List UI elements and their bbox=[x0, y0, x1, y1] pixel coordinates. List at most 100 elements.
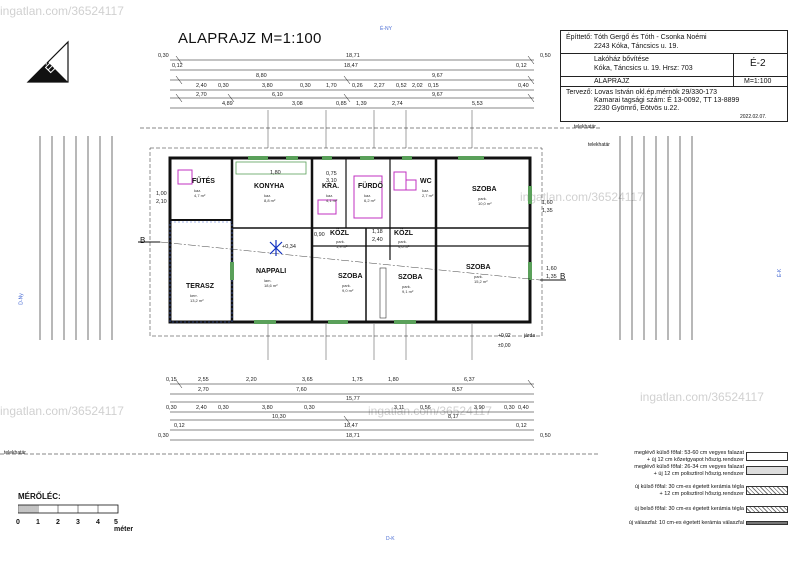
room-note: park. 4,6 m² bbox=[398, 239, 410, 249]
dim-bot-4a: 0,30 bbox=[166, 405, 177, 411]
dim-top-4a: 2,40 bbox=[196, 83, 207, 89]
room-note: kaz. 8,8 m² bbox=[264, 193, 276, 203]
room-label: FŰTÉS bbox=[192, 178, 215, 185]
designer-line3: 2230 Gyömrő, Eötvös u.22. bbox=[594, 105, 680, 112]
builder-line2: 2243 Kóka, Táncsics u. 19. bbox=[594, 43, 679, 50]
room-note: park. 1,9 m² bbox=[336, 239, 348, 249]
builder-line1: Építtető: Tóth Gergő és Tóth - Csonka No… bbox=[566, 34, 707, 41]
room-label: SZOBA bbox=[338, 273, 363, 280]
dim-inside: 1,35 bbox=[542, 208, 553, 214]
dim-bot-7a: 0,30 bbox=[158, 433, 169, 439]
dim-inside: 1,35 bbox=[546, 274, 557, 280]
drawing-title: ALAPRAJZ M=1:100 bbox=[178, 30, 322, 47]
room-note: kaz. 2,7 m² bbox=[422, 188, 434, 198]
section-mark-right: B bbox=[560, 272, 566, 281]
dim-top-4c: 3,80 bbox=[262, 83, 273, 89]
scale-tick: 1 bbox=[36, 519, 40, 526]
north-label-bottom: D-K bbox=[386, 536, 395, 542]
scale-tick: 4 bbox=[96, 519, 100, 526]
room-note: park. 10,0 m² bbox=[478, 196, 492, 206]
level-plus: +0,02 bbox=[498, 333, 511, 339]
watermark: ingatlan.com/36524117 bbox=[640, 390, 764, 404]
dim-bot-2b: 7,60 bbox=[296, 387, 307, 393]
title-block: Építtető: Tóth Gergő és Tóth - Csonka No… bbox=[560, 30, 788, 122]
dim-bot-4h: 3,90 bbox=[474, 405, 485, 411]
dim-inside: 0,75 bbox=[326, 171, 337, 177]
legend-swatch bbox=[746, 506, 788, 513]
dim-bot-1a: 0,15 bbox=[166, 377, 177, 383]
sheet-name: ALAPRAJZ bbox=[594, 78, 630, 85]
dim-inside: 1,80 bbox=[270, 170, 281, 176]
dim-bot-5b: 8,17 bbox=[448, 414, 459, 420]
north-arrow-icon: É bbox=[26, 40, 69, 83]
room-label: FÜRDŐ bbox=[358, 183, 383, 190]
north-label-top: É-NY bbox=[380, 26, 392, 32]
room-note: kaz. 4,7 m² bbox=[194, 188, 206, 198]
dim-bot-1f: 1,80 bbox=[388, 377, 399, 383]
dim-top-3b: 9,67 bbox=[432, 73, 443, 79]
legend-swatch bbox=[746, 486, 788, 495]
watermark: ingatlan.com/36524117 bbox=[0, 4, 124, 18]
dim-inside: 3,10 bbox=[326, 178, 337, 184]
room-label: SZOBA bbox=[472, 186, 497, 193]
dim-top-1b: 18,71 bbox=[346, 53, 360, 59]
room-label: KÖZL bbox=[330, 230, 350, 237]
dim-top-5c: 9,67 bbox=[432, 92, 443, 98]
dim-inside: 1,00 bbox=[156, 191, 167, 197]
designer-line1: Tervező: Lovas István okl.ép.mérnök 29/3… bbox=[566, 89, 717, 96]
scale-tick: 3 bbox=[76, 519, 80, 526]
section-mark-left: B bbox=[140, 236, 146, 245]
telekhatar-label: telekhatár bbox=[588, 142, 610, 148]
legend-text: új válaszfal: 10 cm-es égetett kerámia v… bbox=[628, 520, 744, 526]
dim-bot-1g: 6,37 bbox=[464, 377, 475, 383]
dim-top-6b: 3,08 bbox=[292, 101, 303, 107]
room-note: park. 15,2 m² bbox=[474, 274, 488, 284]
dim-top-4k: 0,40 bbox=[518, 83, 529, 89]
dim-top-5b: 6,10 bbox=[272, 92, 283, 98]
scale-title: MÉRŐLÉC: bbox=[18, 492, 61, 501]
dim-top-6d: 1,39 bbox=[356, 101, 367, 107]
dim-top-4b: 0,30 bbox=[218, 83, 229, 89]
drawing-date: 2022.02.07. bbox=[740, 114, 767, 120]
scale-ruler-icon bbox=[18, 504, 119, 514]
scale-tick: 5 méter bbox=[114, 519, 134, 533]
scale-tick: 2 bbox=[56, 519, 60, 526]
room-note: kaz. 6,2 m² bbox=[364, 193, 376, 203]
dim-bot-4i: 0,30 bbox=[504, 405, 515, 411]
room-label: SZOBA bbox=[466, 264, 491, 271]
dim-bot-2c: 8,57 bbox=[452, 387, 463, 393]
designer-line2: Kamarai tagsági szám: É 13-0092, TT 13-8… bbox=[594, 97, 740, 104]
dim-bot-6a: 0,12 bbox=[174, 423, 185, 429]
room-label: WC bbox=[420, 178, 432, 185]
room-note: kaz. 4,1 m² bbox=[326, 193, 338, 203]
legend-swatch bbox=[746, 521, 788, 525]
dim-bot-2a: 2,70 bbox=[198, 387, 209, 393]
dim-top-3a: 8,80 bbox=[256, 73, 267, 79]
legend-text: meglévő külső főfal: 26-34 cm vegyes fal… bbox=[634, 464, 744, 477]
room-label: TERASZ bbox=[186, 283, 214, 290]
room-note: park. 9,0 m² bbox=[342, 283, 354, 293]
dim-bot-4b: 2,40 bbox=[196, 405, 207, 411]
dim-top-4d: 0,30 bbox=[300, 83, 311, 89]
scale-bar: MÉRŐLÉC: 0 1 2 3 4 5 méter bbox=[16, 492, 133, 533]
dim-bot-7b: 18,71 bbox=[346, 433, 360, 439]
dim-top-6e: 2,74 bbox=[392, 101, 403, 107]
dim-inside: 1,60 bbox=[546, 266, 557, 272]
dim-bot-7c: 0,50 bbox=[540, 433, 551, 439]
room-label: KÖZL bbox=[394, 230, 414, 237]
dim-bot-1e: 1,75 bbox=[352, 377, 363, 383]
dim-top-4i: 2,02 bbox=[412, 83, 423, 89]
sheet-scale: M=1:100 bbox=[744, 78, 772, 85]
room-note: lam. 18,6 m² bbox=[264, 278, 278, 288]
dim-top-4f: 0,26 bbox=[352, 83, 363, 89]
dim-bot-1d: 3,65 bbox=[302, 377, 313, 383]
watermark: ingatlan.com/36524117 bbox=[368, 404, 492, 418]
dim-inside: 2,40 bbox=[372, 237, 383, 243]
project-line2: Kóka, Táncsics u. 19. Hrsz: 703 bbox=[594, 65, 693, 72]
room-note: park. 9,1 m² bbox=[402, 284, 414, 294]
dim-top-4h: 0,52 bbox=[396, 83, 407, 89]
dim-bot-4e: 0,30 bbox=[304, 405, 315, 411]
dim-inside: 2,10 bbox=[156, 199, 167, 205]
legend-swatch bbox=[746, 466, 788, 475]
dim-bot-6b: 18,47 bbox=[344, 423, 358, 429]
